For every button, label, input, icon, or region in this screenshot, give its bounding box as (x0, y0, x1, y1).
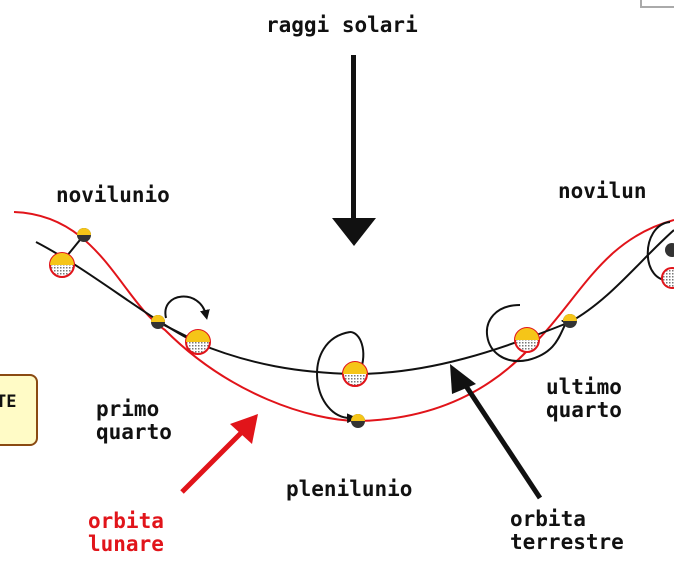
earth-right-new-moon (661, 267, 674, 289)
label-earth-orbit-line1: orbita (510, 507, 586, 531)
label-last-quarter-line2: quarto (546, 398, 622, 422)
earth-full-moon (342, 361, 368, 387)
earth-first-quarter (185, 329, 211, 355)
label-first-quarter-line2: quarto (96, 420, 172, 444)
corner-frame (640, 0, 674, 8)
rotation-loop-last-quarter (485, 304, 572, 363)
label-earth-orbit-line2: terrestre (510, 530, 624, 554)
moon-last-quarter (563, 314, 577, 328)
earth-last-quarter (514, 327, 540, 353)
label-lunar-orbit-line1: orbita (88, 509, 164, 533)
lunar-orbit-pointer-arrow (180, 414, 258, 494)
sun-rays-title: raggi solari (266, 13, 418, 37)
label-first-quarter-line1: primo (96, 397, 160, 421)
rotation-loop-full-moon (316, 331, 357, 424)
label-lunar-orbit-line2: lunare (88, 532, 164, 556)
moon-left-new-moon (77, 228, 91, 242)
moon-first-quarter (151, 315, 165, 329)
side-badge-text: TE (0, 392, 17, 412)
earth-orbit-curve (35, 229, 674, 376)
moon-right-new-moon (665, 243, 674, 257)
earth-orbit-pointer-arrow (450, 364, 543, 500)
earth-left-new-moon (49, 252, 75, 278)
label-new-moon-left: novilunio (56, 183, 170, 207)
rotation-loop-first-quarter (164, 295, 210, 320)
label-last-quarter-line1: ultimo (546, 375, 622, 399)
label-full-moon: plenilunio (286, 477, 413, 501)
label-new-moon-right: novilun (558, 179, 647, 203)
sun-rays-arrow (332, 55, 376, 246)
side-badge[interactable]: TE (0, 374, 38, 446)
moon-full-moon (351, 414, 365, 428)
